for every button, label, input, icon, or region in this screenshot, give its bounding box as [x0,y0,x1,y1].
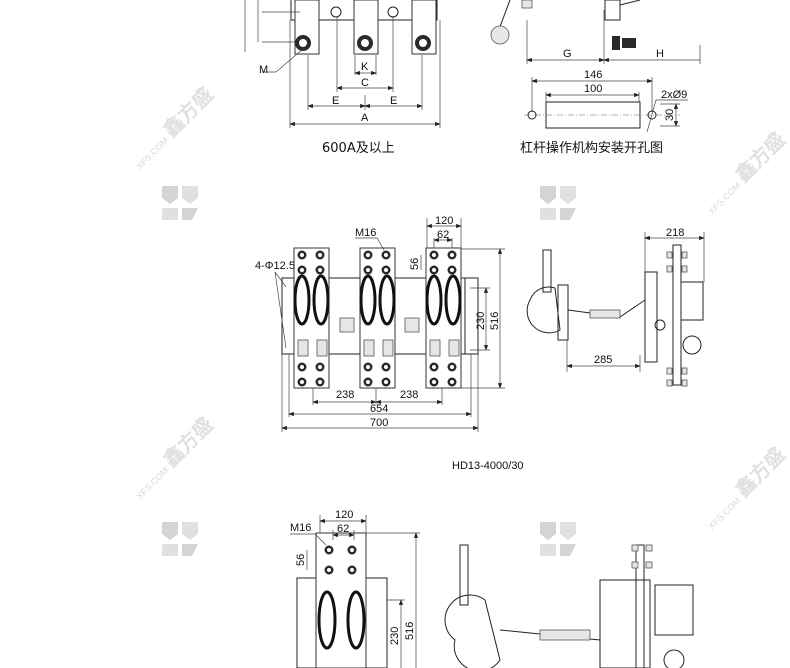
label-238: 238 [336,389,354,401]
top-left-drawing: M K C E E A 600A及以上 [244,0,441,156]
caption-600a: 600A及以上 [322,141,395,156]
watermark-logo [540,186,576,220]
label-218: 218 [666,227,684,239]
label-238: 238 [400,389,418,401]
hole-icon [527,110,537,120]
watermark-logo [162,522,198,556]
label-m16: M16 [355,227,376,239]
middle-side-view: 218 285 [526,227,705,387]
bottom-side-view [444,544,694,668]
hole-icon [647,110,657,120]
label-700: 700 [370,417,388,429]
bolt-icon [295,35,311,51]
top-right-drawing: G H 146 100 2xØ9 30 杠杆操作机构安装开孔图 [490,0,701,156]
label-56: 56 [295,554,307,566]
label-62: 62 [337,523,349,535]
bolt-icon [357,35,373,51]
watermark-text: XFS.COM鑫方盛 [699,127,790,218]
label-m16: M16 [290,522,311,534]
label-62: 62 [437,229,449,241]
label-e: E [332,95,339,107]
label-230: 230 [389,627,401,645]
watermark-text: XFS.COM鑫方盛 [699,442,790,533]
caption-lever-cutout: 杠杆操作机构安装开孔图 [520,140,663,156]
label-56: 56 [409,258,421,270]
watermark-logo [162,186,198,220]
label-230: 230 [475,312,487,330]
watermark-text: XFS.COM鑫方盛 [127,82,218,173]
label-c: C [361,77,369,89]
label-e: E [390,95,397,107]
label-120: 120 [435,215,453,227]
label-120: 120 [335,509,353,521]
label-k: K [361,61,369,73]
label-285: 285 [594,354,612,366]
label-516: 516 [404,622,416,640]
label-4-holes: 4-Φ12.5 [255,260,295,272]
label-516: 516 [489,312,501,330]
label-146: 146 [584,69,602,81]
label-30: 30 [664,109,676,121]
watermark-logo [540,522,576,556]
label-a: A [361,112,369,124]
label-100: 100 [584,83,602,95]
middle-front-view: M16 4-Φ12.5 120 62 56 230 516 238 238 65… [255,215,505,432]
bolt-icon [415,35,431,51]
label-m: M [259,64,268,76]
model-label: HD13-4000/30 [452,460,524,472]
bottom-front-view: 120 62 M16 56 230 516 [290,509,420,668]
label-2x-d9: 2xØ9 [661,89,687,101]
label-g: G [563,48,572,60]
label-h: H [656,48,664,60]
watermark-text: XFS.COM鑫方盛 [127,412,218,503]
label-654: 654 [370,403,388,415]
